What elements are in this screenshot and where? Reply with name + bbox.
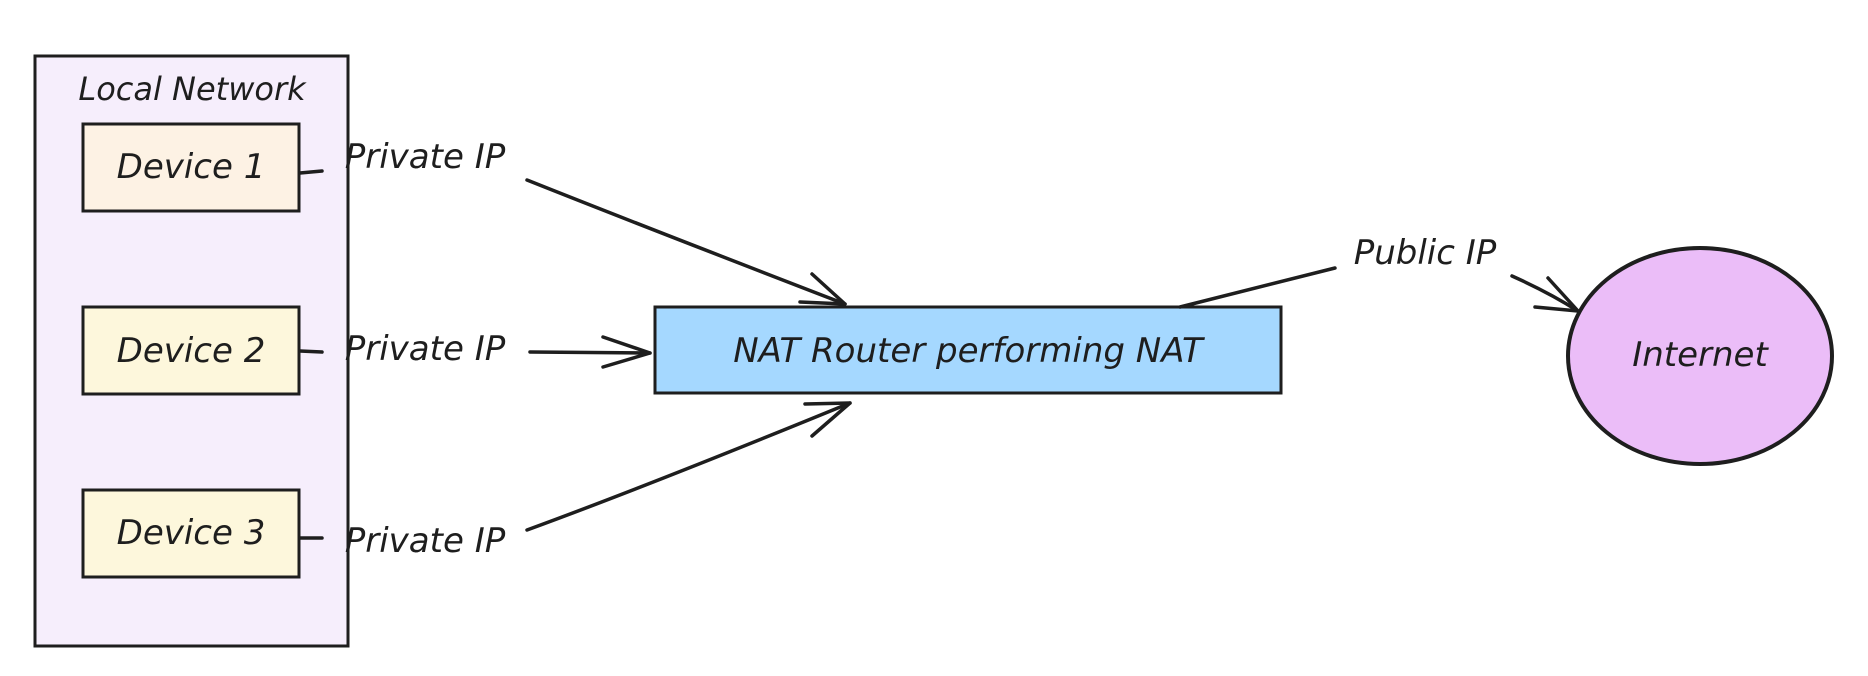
internet-label: Internet <box>1632 335 1769 375</box>
edge-device3-router-line <box>298 401 852 540</box>
edge-device2-router-label: Private IP <box>345 329 506 369</box>
edge-router-internet-arrowhead <box>1533 276 1580 313</box>
device-3-box <box>81 488 301 579</box>
edge-device2-router-arrowhead <box>601 335 652 369</box>
device-2-node[interactable]: Device 2 <box>81 305 301 396</box>
edge-device1-router-line <box>298 169 847 306</box>
nat-router-node[interactable]: NAT Router performing NAT <box>653 305 1283 395</box>
edge-router-internet: Public IP <box>1178 233 1580 313</box>
edge-device2-router-line <box>298 349 652 355</box>
edge-device1-router: Private IP <box>298 137 847 306</box>
internet-ellipse <box>1566 246 1834 466</box>
edge-device1-router-label: Private IP <box>345 137 506 177</box>
edge-device3-router-label: Private IP <box>345 521 506 561</box>
edge-router-internet-line <box>1178 266 1580 313</box>
edge-router-internet-label: Public IP <box>1354 233 1497 273</box>
nat-router-box <box>653 305 1283 395</box>
edge-device1-router-arrowhead <box>798 272 847 306</box>
internet-node[interactable]: Internet <box>1566 246 1834 466</box>
local-network-label: Local Network <box>78 70 307 108</box>
device-1-box <box>81 122 301 213</box>
edge-device2-router: Private IP <box>298 329 652 369</box>
device-3-label: Device 3 <box>117 513 266 553</box>
edge-device3-router-arrowhead <box>803 401 852 438</box>
device-2-box <box>81 305 301 396</box>
device-1-node[interactable]: Device 1 <box>81 122 301 213</box>
nat-router-label: NAT Router performing NAT <box>733 331 1205 371</box>
device-2-label: Device 2 <box>117 331 266 371</box>
device-1-label: Device 1 <box>117 147 266 187</box>
device-3-node[interactable]: Device 3 <box>81 488 301 579</box>
edge-device3-router: Private IP <box>298 401 852 561</box>
